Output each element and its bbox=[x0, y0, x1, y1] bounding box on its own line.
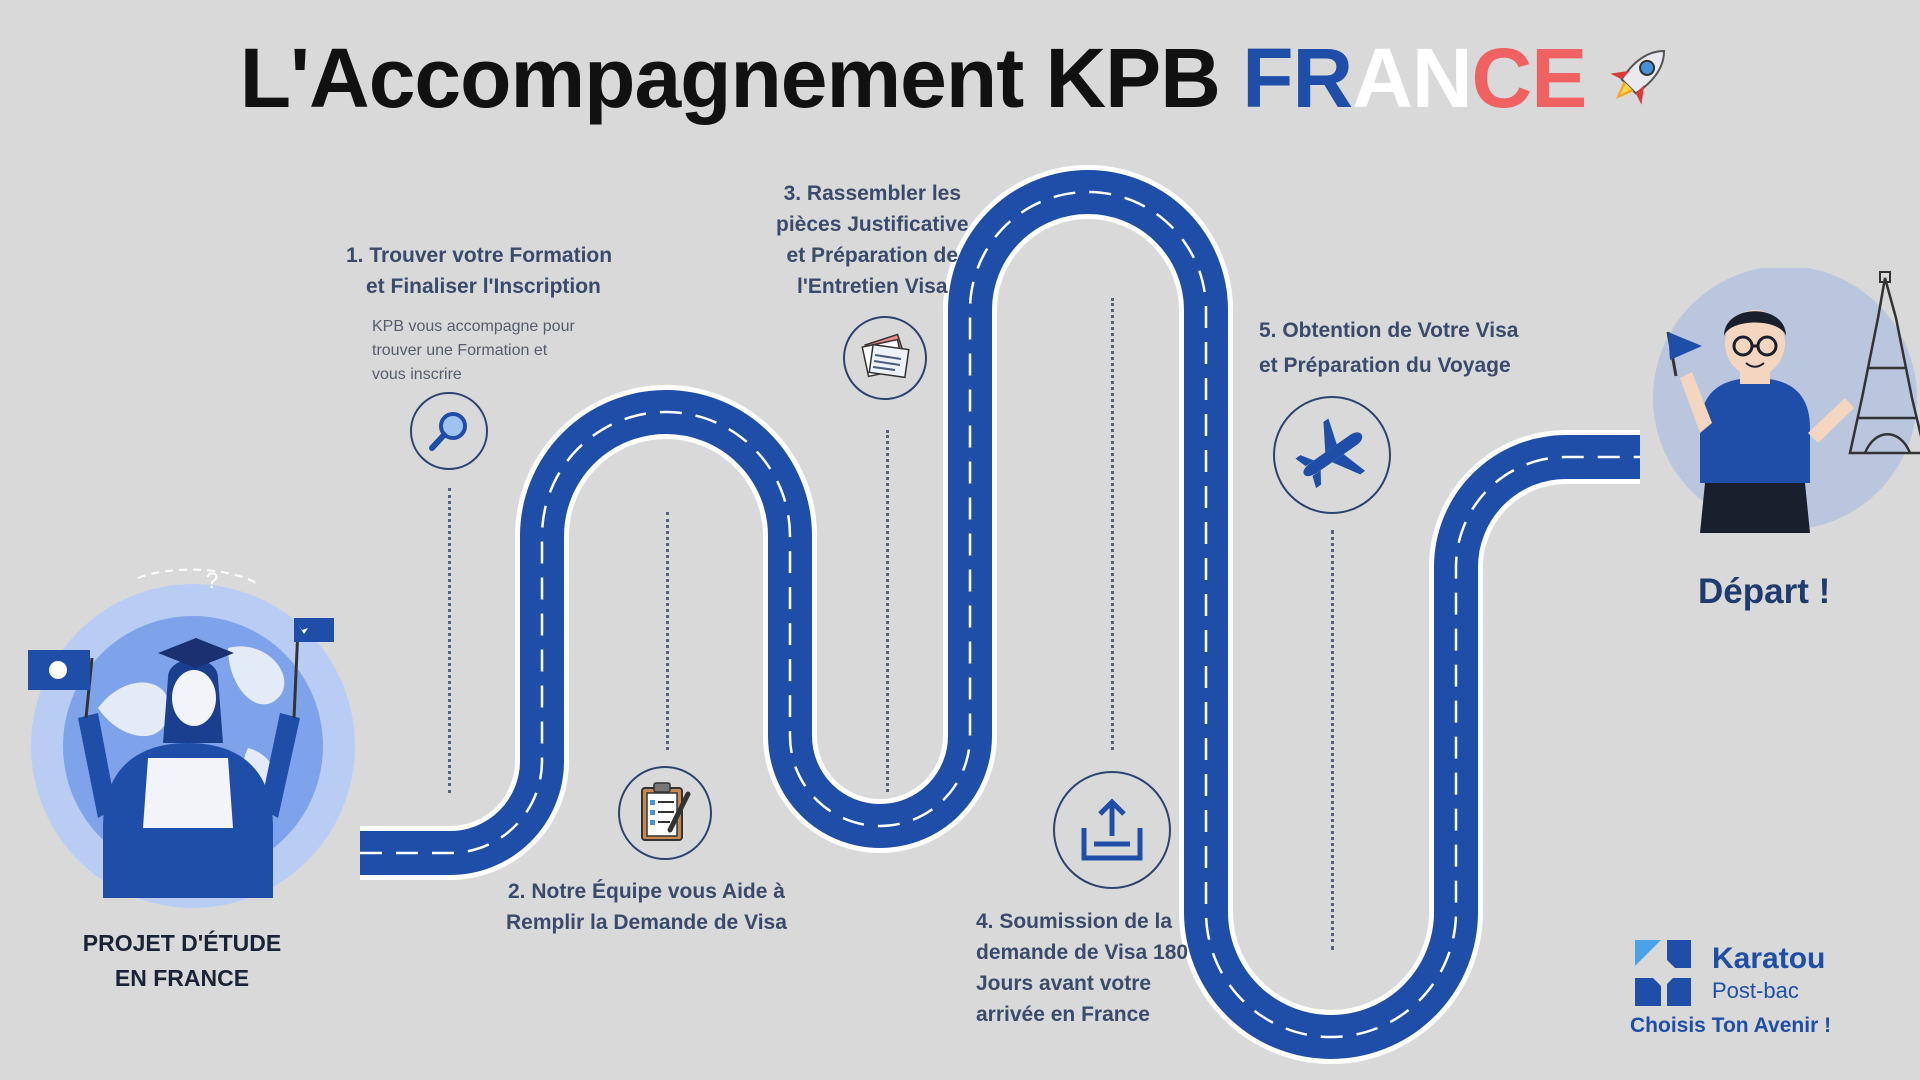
step-2-title: 2. Notre Équipe vous Aide à Remplir la D… bbox=[506, 876, 787, 938]
step-4-title-line1: 4. Soumission de la bbox=[976, 910, 1173, 933]
clipboard-icon bbox=[618, 766, 712, 860]
step-1-description: KPB vous accompagne pour trouver une For… bbox=[372, 315, 575, 387]
title-main: L'Accompagnement KPB bbox=[239, 31, 1243, 125]
title-france-white: AN bbox=[1352, 31, 1472, 125]
documents-icon bbox=[843, 316, 927, 400]
step-2-connector bbox=[666, 512, 669, 750]
karatou-logo-icon bbox=[1633, 938, 1693, 1006]
airplane-icon bbox=[1273, 396, 1391, 514]
logo-tagline: Choisis Ton Avenir ! bbox=[1630, 1014, 1832, 1037]
start-label: PROJET D'ÉTUDE EN FRANCE bbox=[32, 926, 332, 996]
step-3-connector bbox=[886, 430, 889, 792]
step-4-title-line3: Jours avant votre bbox=[976, 972, 1152, 995]
step-1-desc-line1: KPB vous accompagne pour bbox=[372, 318, 575, 335]
step-3-title-line2: pièces Justificative bbox=[776, 213, 969, 236]
logo-name: Karatou bbox=[1712, 942, 1826, 975]
step-2-title-line2: Remplir la Demande de Visa bbox=[506, 911, 787, 934]
step-1-title: 1. Trouver votre Formation et Finaliser … bbox=[346, 240, 612, 302]
page-title: L'Accompagnement KPB FRANCE bbox=[0, 30, 1920, 135]
step-1-connector bbox=[448, 488, 451, 793]
logo-subtitle: Post-bac bbox=[1712, 978, 1799, 1003]
step-5-title-line1: 5. Obtention de Votre Visa bbox=[1259, 319, 1519, 342]
step-5-title: 5. Obtention de Votre Visa et Préparatio… bbox=[1259, 313, 1518, 383]
title-france-blue: FR bbox=[1242, 31, 1353, 125]
step-3-title-line4: l'Entretien Visa bbox=[797, 275, 948, 298]
step-1-title-line2: et Finaliser l'Inscription bbox=[366, 275, 601, 298]
student-illustration: ? bbox=[18, 568, 368, 918]
title-france-red: CE bbox=[1471, 31, 1588, 125]
start-label-line2: EN FRANCE bbox=[114, 965, 250, 991]
step-4-title: 4. Soumission de la demande de Visa 180 … bbox=[976, 906, 1188, 1030]
step-1-title-line1: 1. Trouver votre Formation bbox=[346, 244, 613, 267]
start-label-line1: PROJET D'ÉTUDE bbox=[82, 930, 282, 956]
step-5-title-line2: et Préparation du Voyage bbox=[1259, 354, 1511, 377]
end-label: Départ ! bbox=[1698, 572, 1831, 611]
magnifier-icon bbox=[410, 392, 488, 470]
traveler-illustration bbox=[1640, 266, 1920, 538]
upload-icon bbox=[1053, 771, 1171, 889]
svg-text:?: ? bbox=[206, 568, 218, 593]
step-4-connector bbox=[1111, 298, 1114, 750]
step-2-title-line1: 2. Notre Équipe vous Aide à bbox=[508, 880, 785, 903]
step-5-connector bbox=[1331, 530, 1334, 950]
step-3-title-line1: 3. Rassembler les bbox=[783, 182, 962, 205]
step-4-title-line2: demande de Visa 180 bbox=[976, 941, 1189, 964]
step-3-title-line3: et Préparation de bbox=[786, 244, 959, 267]
step-4-title-line4: arrivée en France bbox=[976, 1003, 1150, 1026]
step-1-desc-line2: trouver une Formation et bbox=[372, 342, 548, 359]
step-3-title: 3. Rassembler les pièces Justificative e… bbox=[776, 178, 969, 302]
step-1-desc-line3: vous inscrire bbox=[372, 366, 462, 383]
rocket-icon bbox=[1600, 35, 1680, 135]
